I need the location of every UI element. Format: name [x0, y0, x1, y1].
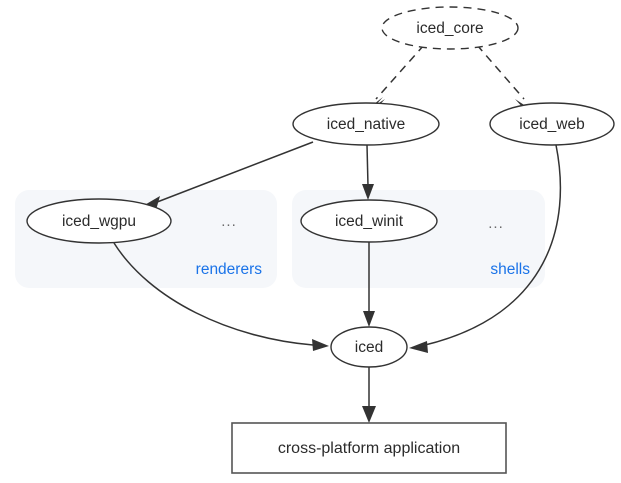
node-iced-web-shape[interactable]	[489, 102, 615, 146]
node-cross-platform-application-label: cross-platform application	[278, 440, 460, 457]
node-iced-winit[interactable]: iced_winit	[300, 199, 438, 243]
node-iced-web[interactable]: iced_web	[489, 102, 615, 146]
edge-line	[366, 144, 369, 187]
node-iced-winit-shape[interactable]	[300, 199, 438, 243]
renderers-more-ellipsis: ...	[221, 213, 237, 230]
node-iced-label: iced	[355, 339, 383, 356]
node-iced-wgpu[interactable]: iced_wgpu	[26, 198, 172, 244]
arrow-head	[312, 339, 329, 351]
node-iced-web-label: iced_web	[519, 116, 585, 133]
node-iced-core[interactable]: iced_core	[381, 6, 519, 50]
edge-iced-to-app	[362, 367, 376, 423]
edge-line	[424, 144, 562, 346]
edge-iced_wgpu-to-iced	[113, 242, 329, 351]
arrow-head	[409, 341, 428, 353]
edge-iced_web-to-iced	[409, 144, 562, 353]
arrow-head	[363, 311, 375, 327]
node-iced-native-shape[interactable]	[292, 102, 440, 146]
edge-iced_native-to-iced_winit	[362, 144, 374, 200]
edge-iced_core-to-iced_web	[476, 44, 538, 114]
cluster-renderers-label: renderers	[196, 261, 263, 278]
cluster-shells-label: shells	[490, 261, 530, 278]
node-cross-platform-application[interactable]: cross-platform application	[231, 422, 507, 474]
edge-iced_winit-to-iced	[363, 242, 375, 327]
edge-line	[151, 141, 314, 205]
edge-line	[375, 44, 425, 100]
edge-line	[113, 242, 314, 346]
node-iced-wgpu-label: iced_wgpu	[62, 213, 136, 230]
arrow-head	[362, 406, 376, 423]
edge-line	[476, 44, 525, 100]
node-iced-winit-label: iced_winit	[335, 213, 404, 230]
node-cross-platform-application-shape[interactable]	[231, 422, 507, 474]
shells-more-ellipsis: ...	[488, 215, 504, 232]
node-iced-core-label: iced_core	[416, 20, 483, 37]
node-iced-native-label: iced_native	[327, 116, 405, 133]
node-iced-native[interactable]: iced_native	[292, 102, 440, 146]
arrow-head	[362, 184, 374, 200]
node-iced[interactable]: iced	[330, 326, 408, 368]
node-iced-shape[interactable]	[330, 326, 408, 368]
node-iced-core-shape[interactable]	[381, 6, 519, 50]
node-iced-wgpu-shape[interactable]	[26, 198, 172, 244]
